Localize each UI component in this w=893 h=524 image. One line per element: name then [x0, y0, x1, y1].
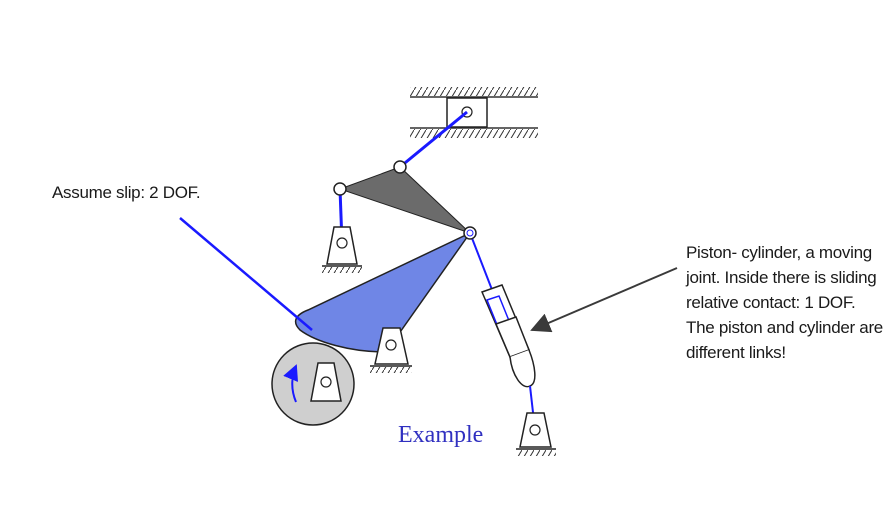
blue-cam-link: [294, 231, 473, 353]
cylinder: [480, 284, 536, 388]
fixed-pivot-left: [322, 226, 362, 273]
fixed-pivot-bottom-right: [516, 412, 556, 456]
example-caption: Example: [398, 422, 484, 448]
piston-cylinder-annotation: Piston- cylinder, a moving joint. Inside…: [686, 243, 883, 362]
gray-wheel: [271, 342, 355, 426]
fixed-pivot-center: [370, 327, 412, 373]
piston-arrow: [530, 267, 678, 333]
pin-joints: [333, 160, 477, 240]
fixed-pivot-wheel: [310, 362, 342, 402]
gray-ternary-link: [338, 166, 471, 234]
rotation-arrow-icon: [283, 364, 299, 403]
slip-arrow: [179, 217, 313, 331]
slider-link: [399, 110, 468, 169]
slider-guide: [410, 87, 538, 138]
slip-annotation: Assume slip: 2 DOF.: [52, 183, 201, 202]
